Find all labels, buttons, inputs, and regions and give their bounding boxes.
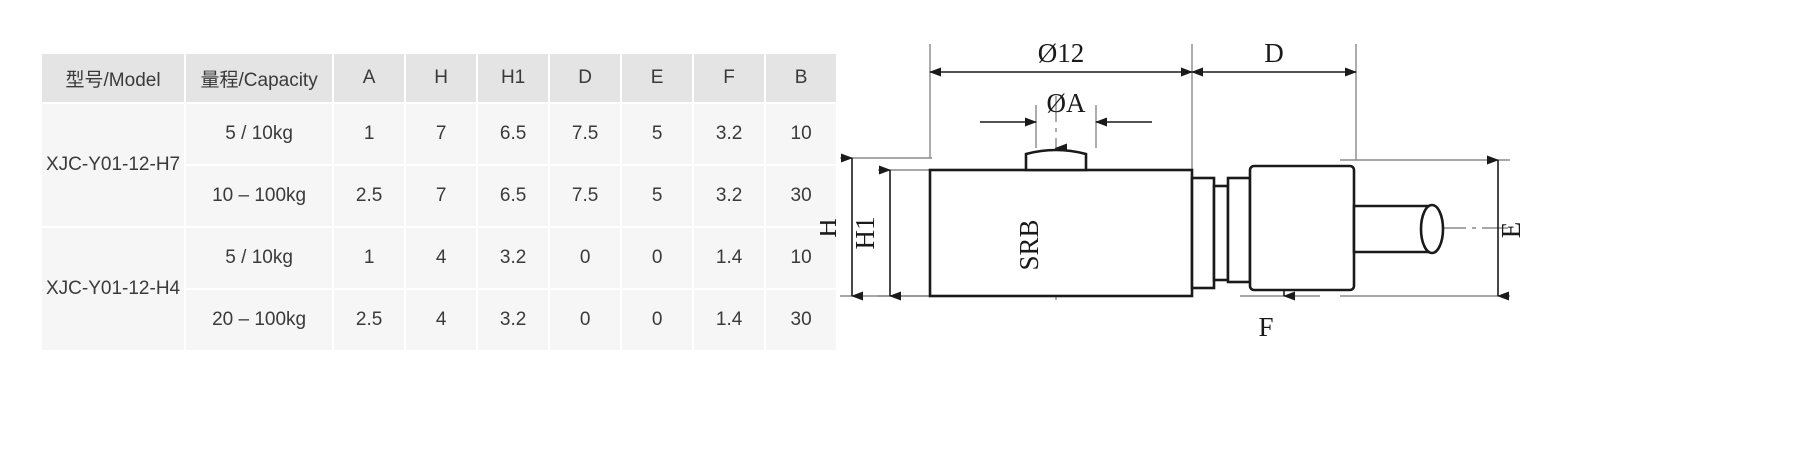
cell-f: 3.2 [694, 166, 765, 226]
column-header-h: H [406, 54, 477, 102]
cell-a: 2.5 [334, 290, 405, 350]
cell-h: 4 [406, 290, 477, 350]
cell-h1: 3.2 [478, 290, 549, 350]
cell-capacity: 20 – 100kg [186, 290, 333, 350]
cell-b: 30 [766, 290, 837, 350]
spec-table-container: 型号/Model 量程/Capacity A H H1 D E F B XJC-… [40, 52, 838, 352]
cell-model: XJC-Y01-12-H7 [42, 104, 185, 226]
cell-e: 5 [622, 104, 693, 164]
dimension-label-diameter12: Ø12 [1038, 38, 1085, 68]
table-row: 20 – 100kg 2.5 4 3.2 0 0 1.4 30 [42, 290, 837, 350]
cell-d: 7.5 [550, 166, 621, 226]
cell-h: 4 [406, 228, 477, 288]
body-label-srb: SRB [1014, 219, 1044, 270]
cell-f: 1.4 [694, 228, 765, 288]
table-header-row: 型号/Model 量程/Capacity A H H1 D E F B [42, 54, 837, 102]
dimension-label-f: F [1258, 312, 1273, 342]
column-header-a: A [334, 54, 405, 102]
cell-e: 0 [622, 228, 693, 288]
cell-h: 7 [406, 104, 477, 164]
dimension-label-h: H [820, 218, 842, 238]
column-header-f: F [694, 54, 765, 102]
cell-e: 5 [622, 166, 693, 226]
dimension-label-d: D [1264, 38, 1284, 68]
column-header-d: D [550, 54, 621, 102]
cell-b: 30 [766, 166, 837, 226]
cell-a: 1 [334, 104, 405, 164]
part-outline [928, 148, 1445, 298]
table-row: XJC-Y01-12-H4 5 / 10kg 1 4 3.2 0 0 1.4 1… [42, 228, 837, 350]
technical-drawing: Ø12 ØA D H H1 SRB F E [820, 0, 1814, 454]
cell-a: 1 [334, 228, 405, 288]
table-row: 10 – 100kg 2.5 7 6.5 7.5 5 3.2 30 [42, 166, 837, 226]
spec-table: 型号/Model 量程/Capacity A H H1 D E F B XJC-… [40, 52, 838, 352]
cell-model: XJC-Y01-12-H4 [42, 228, 185, 350]
cell-h1: 3.2 [478, 228, 549, 288]
column-header-e: E [622, 54, 693, 102]
cell-b: 10 [766, 228, 837, 288]
column-header-h1: H1 [478, 54, 549, 102]
cell-e: 0 [622, 290, 693, 350]
cell-a: 2.5 [334, 166, 405, 226]
column-header-model: 型号/Model [42, 54, 185, 102]
cell-f: 3.2 [694, 104, 765, 164]
dimension-label-e: E [1496, 222, 1526, 239]
cell-d: 0 [550, 290, 621, 350]
cell-b: 10 [766, 104, 837, 164]
cell-capacity: 5 / 10kg [186, 104, 333, 164]
cell-d: 7.5 [550, 104, 621, 164]
column-header-capacity: 量程/Capacity [186, 54, 333, 102]
dimension-label-diameterA: ØA [1047, 88, 1086, 118]
cell-h1: 6.5 [478, 166, 549, 226]
dimension-label-h1: H1 [850, 217, 880, 250]
column-header-b: B [766, 54, 837, 102]
table-row: XJC-Y01-12-H7 5 / 10kg 1 7 6.5 7.5 5 3.2… [42, 104, 837, 226]
cell-d: 0 [550, 228, 621, 288]
cell-f: 1.4 [694, 290, 765, 350]
cell-capacity: 10 – 100kg [186, 166, 333, 226]
cell-capacity: 5 / 10kg [186, 228, 333, 288]
cell-h: 7 [406, 166, 477, 226]
cell-h1: 6.5 [478, 104, 549, 164]
